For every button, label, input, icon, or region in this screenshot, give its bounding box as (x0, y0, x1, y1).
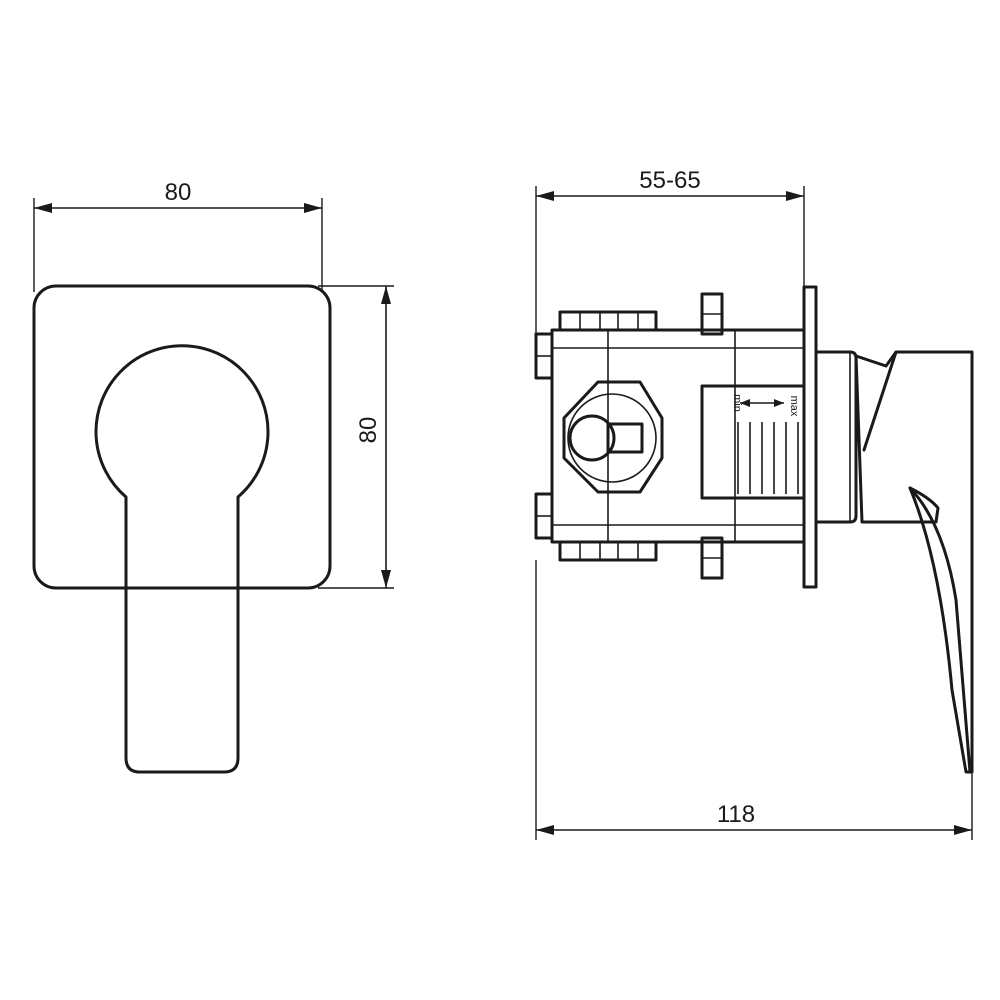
bottom-fixing-bracket (700, 536, 724, 580)
wall-plate-side (802, 285, 818, 589)
handle-lever (94, 344, 270, 774)
hex-outlet-nut (562, 380, 664, 494)
dimension-front-height: 80 (318, 285, 394, 589)
handle-side-profile (854, 350, 974, 774)
top-fixing-bracket (700, 292, 724, 336)
cover-plate (32, 284, 332, 590)
dimension-label-front-height: 80 (355, 417, 382, 444)
top-connector (558, 310, 658, 332)
scale-label-max: max (788, 396, 800, 417)
dimension-total-depth: 118 (535, 560, 973, 840)
dimension-label-total-depth: 118 (717, 801, 755, 828)
dimension-front-width: 80 (33, 179, 323, 292)
scale-label-min: min (731, 394, 743, 412)
escutcheon-collar (814, 350, 858, 524)
left-port-top (534, 332, 554, 380)
front-view (32, 284, 332, 774)
temperature-scale: min max (700, 384, 806, 500)
valve-body (550, 328, 806, 544)
dimension-body-depth: 55-65 (535, 167, 805, 336)
bottom-connector (558, 540, 658, 562)
side-view: min max (534, 285, 974, 774)
dimension-label-body-depth: 55-65 (639, 167, 700, 194)
dimension-label-front-width: 80 (165, 179, 192, 206)
left-port-bottom (534, 492, 554, 540)
